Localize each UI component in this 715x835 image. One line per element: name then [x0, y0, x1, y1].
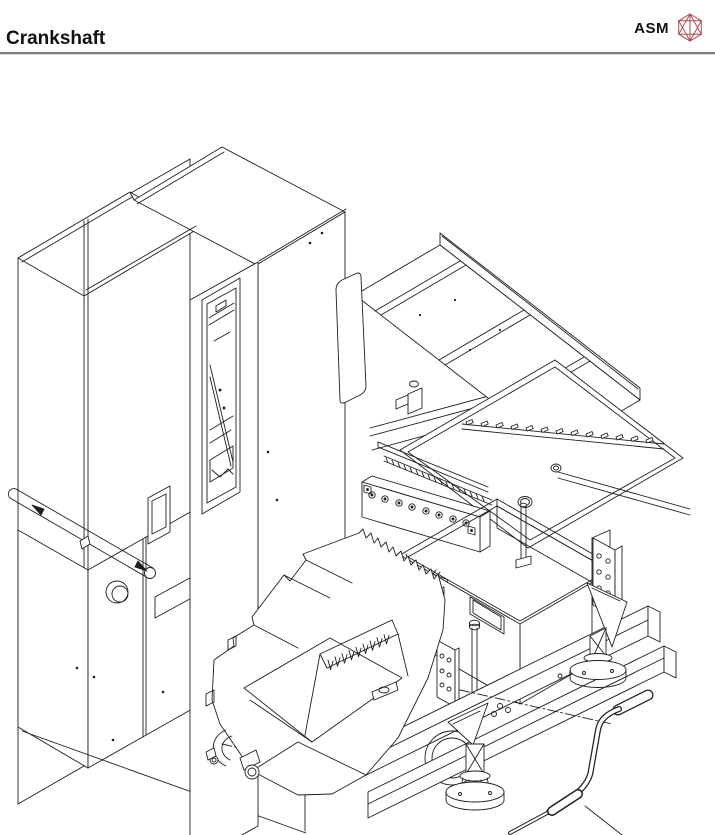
- leveling-feet-group: [445, 627, 627, 811]
- asm-logo-icon: [675, 12, 705, 44]
- page-header: Crankshaft ASM: [0, 0, 715, 56]
- inspection-window: [201, 277, 241, 515]
- door-bar-handle: [7, 488, 156, 579]
- base-frame-group: [221, 529, 677, 819]
- hopper-group: [205, 528, 446, 796]
- page-title: Crankshaft: [6, 28, 106, 49]
- header-rule: [0, 52, 715, 55]
- leader-line: [584, 805, 623, 835]
- hopper-caster: [205, 729, 261, 780]
- crank-handle-group: [508, 689, 654, 835]
- door-knob: [105, 580, 129, 604]
- brand: ASM: [634, 12, 705, 44]
- figure-machine-drawing: [0, 56, 715, 835]
- brand-text: ASM: [634, 19, 669, 37]
